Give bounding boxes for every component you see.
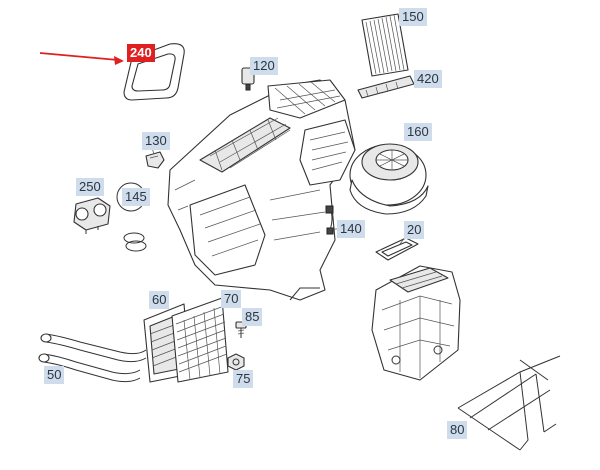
part-20-gasket[interactable] xyxy=(375,237,419,261)
callout-250[interactable]: 250 xyxy=(76,178,104,196)
callout-50[interactable]: 50 xyxy=(44,366,65,384)
red-arrow-icon xyxy=(39,52,124,65)
callout-145[interactable]: 145 xyxy=(122,188,150,206)
part-145-orings[interactable] xyxy=(116,182,147,252)
callout-420[interactable]: 420 xyxy=(414,70,442,88)
part-50-pipes[interactable] xyxy=(38,333,147,383)
part-150-filter[interactable] xyxy=(361,13,409,77)
part-140-connector[interactable] xyxy=(325,205,334,235)
part-75-nut[interactable] xyxy=(227,353,245,371)
part-80-bracket[interactable] xyxy=(457,355,561,451)
part-130-clip[interactable] xyxy=(145,151,165,169)
callout-160[interactable]: 160 xyxy=(404,123,432,141)
part-250-valve[interactable] xyxy=(73,197,111,234)
callout-60[interactable]: 60 xyxy=(149,291,170,309)
callout-85[interactable]: 85 xyxy=(242,308,263,326)
callout-75[interactable]: 75 xyxy=(233,370,254,388)
callout-70[interactable]: 70 xyxy=(221,290,242,308)
hvac-housing[interactable] xyxy=(167,79,356,301)
evaporator-housing[interactable] xyxy=(371,265,461,381)
callout-150[interactable]: 150 xyxy=(399,8,427,26)
part-420-rail[interactable] xyxy=(357,75,415,99)
part-70-evaporator[interactable] xyxy=(171,297,229,383)
callout-120[interactable]: 120 xyxy=(250,57,278,75)
callout-140[interactable]: 140 xyxy=(337,220,365,238)
callout-20[interactable]: 20 xyxy=(404,221,425,239)
part-160-blower[interactable] xyxy=(349,143,429,215)
callout-80[interactable]: 80 xyxy=(447,421,468,439)
callout-240[interactable]: 240 xyxy=(127,44,155,62)
callout-130[interactable]: 130 xyxy=(142,132,170,150)
